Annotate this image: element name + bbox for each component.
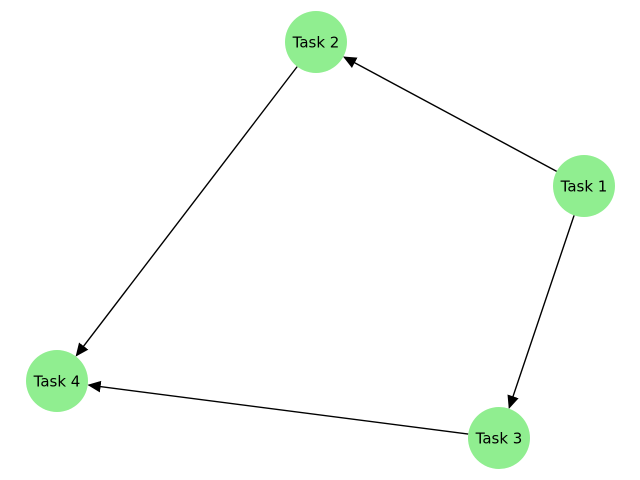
edge-task-1-to-task-2	[343, 56, 558, 172]
node-label-task-3: Task 3	[475, 430, 523, 448]
node-label-task-1: Task 1	[560, 178, 608, 196]
node-circle-task-2	[285, 11, 347, 73]
node-task-3: Task 3	[468, 407, 530, 469]
node-circle-task-4	[26, 350, 88, 412]
node-circle-task-3	[468, 407, 530, 469]
edge-task-1-to-task-3	[507, 215, 575, 409]
node-task-4: Task 4	[26, 350, 88, 412]
edges-layer	[75, 56, 575, 435]
nodes-layer: Task 1 Task 2 Task 3 Task 4	[26, 11, 615, 469]
node-task-1: Task 1	[553, 155, 615, 217]
node-circle-task-1	[553, 155, 615, 217]
edge-task-2-to-task-4	[75, 66, 298, 357]
node-task-2: Task 2	[285, 11, 347, 73]
node-label-task-4: Task 4	[33, 373, 81, 391]
edge-task-3-to-task-4	[87, 380, 469, 435]
node-label-task-2: Task 2	[292, 34, 340, 52]
